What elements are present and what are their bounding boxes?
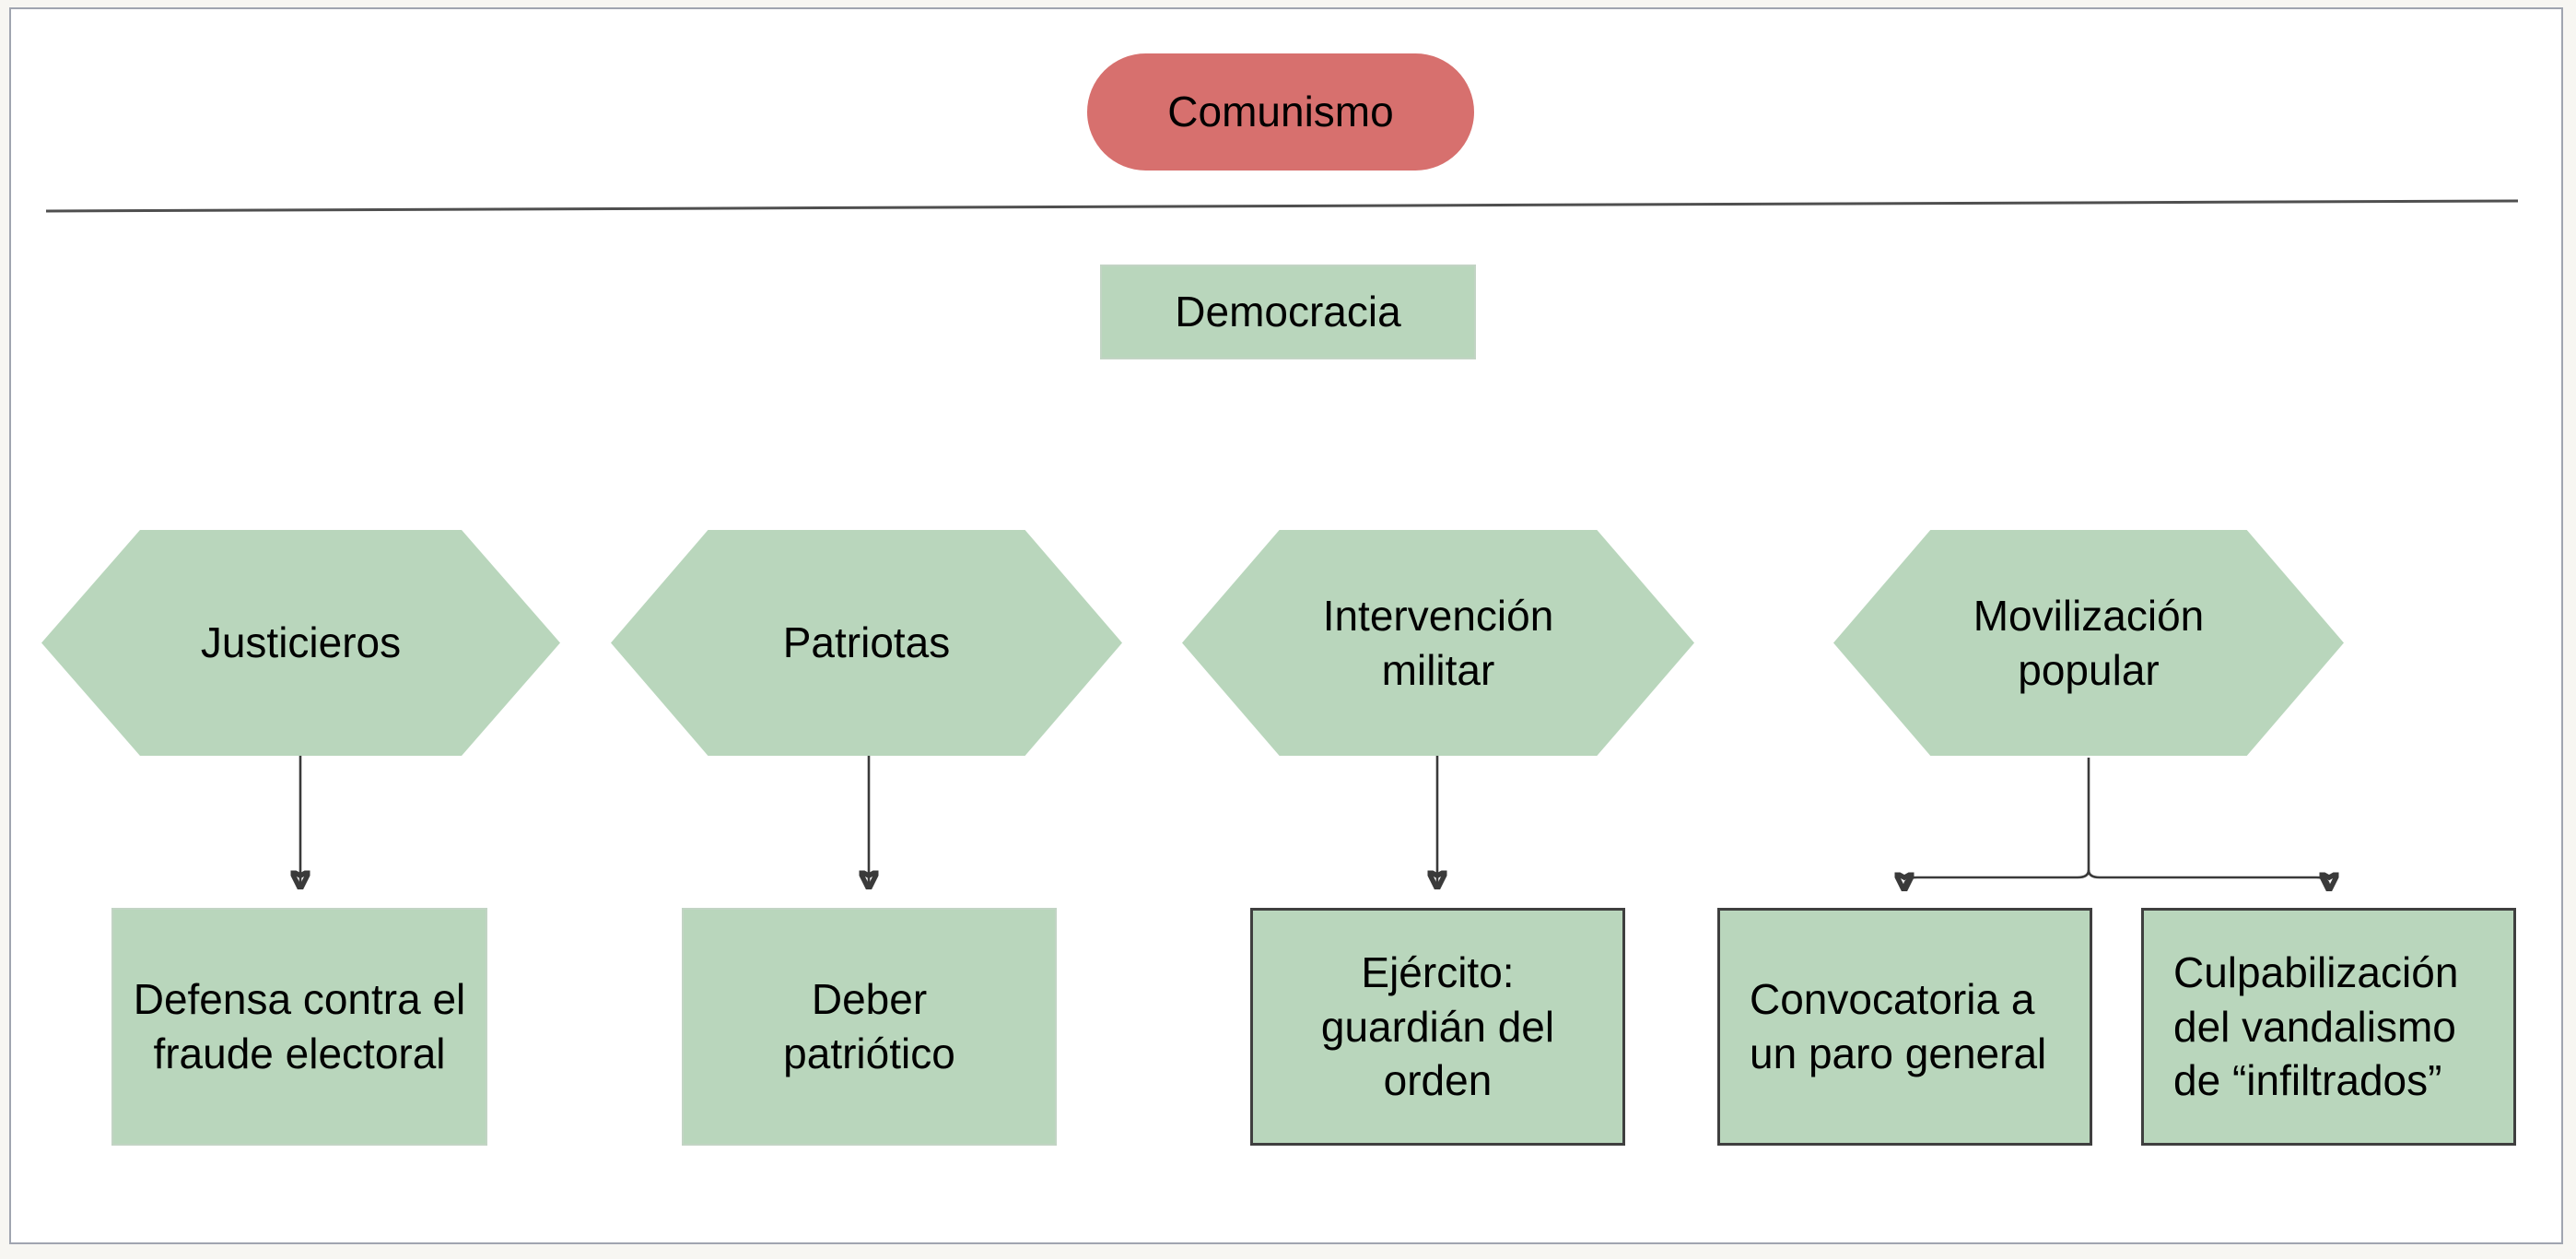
node-deber-patriotico-label: Deber patriótico — [783, 975, 955, 1077]
node-justicieros: Justicieros — [41, 530, 560, 756]
node-culpabilizacion-label: Culpabilización del vandalismo de “infil… — [2173, 947, 2459, 1105]
node-democracia-label: Democracia — [1175, 288, 1401, 336]
node-justicieros-label: Justicieros — [200, 618, 402, 667]
node-patriotas: Patriotas — [611, 530, 1122, 756]
node-defensa-fraude: Defensa contra el fraude electoral — [111, 908, 487, 1146]
node-culpabilizacion: Culpabilización del vandalismo de “infil… — [2141, 908, 2516, 1146]
node-comunismo: Comunismo — [1087, 53, 1474, 171]
node-intervencion-militar-label: Intervención militar — [1322, 591, 1554, 694]
node-democracia: Democracia — [1100, 265, 1476, 359]
node-comunismo-label: Comunismo — [1167, 88, 1394, 136]
node-intervencion-militar: Intervención militar — [1182, 530, 1694, 756]
node-ejercito-guardian: Ejército: guardián del orden — [1250, 908, 1625, 1146]
node-ejercito-guardian-label: Ejército: guardián del orden — [1320, 947, 1555, 1105]
node-movilizacion-popular: Movilización popular — [1833, 530, 2344, 756]
node-paro-general-label: Convocatoria a un paro general — [1750, 975, 2047, 1077]
node-deber-patriotico: Deber patriótico — [682, 908, 1057, 1146]
node-paro-general: Convocatoria a un paro general — [1717, 908, 2092, 1146]
node-defensa-fraude-label: Defensa contra el fraude electoral — [133, 975, 466, 1077]
node-movilizacion-popular-label: Movilización popular — [1973, 591, 2205, 694]
node-patriotas-label: Patriotas — [782, 618, 951, 667]
